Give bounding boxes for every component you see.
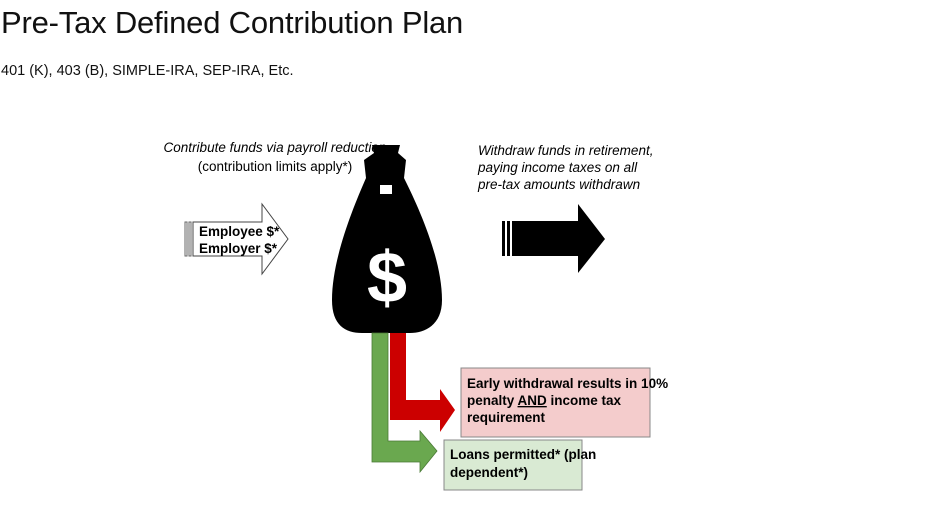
contribute-text-line1: Contribute funds via payroll reduction xyxy=(164,140,387,155)
early-withdrawal-line2: penalty AND income tax xyxy=(467,393,622,408)
contribute-text-line2: (contribution limits apply*) xyxy=(198,159,353,174)
employer-label: Employer $* xyxy=(199,241,278,256)
withdraw-text-line3: pre-tax amounts withdrawn xyxy=(477,177,640,192)
loans-box xyxy=(443,439,583,491)
page-subtitle: 401 (K), 403 (B), SIMPLE-IRA, SEP-IRA, E… xyxy=(1,63,294,79)
withdraw-text-line2: paying income taxes on all xyxy=(477,160,638,175)
early-withdrawal-box xyxy=(460,367,651,438)
early-withdrawal-line1: Early withdrawal results in 10% xyxy=(467,376,668,391)
contribution-arrow xyxy=(184,202,289,276)
employee-label: Employee $* xyxy=(199,224,280,239)
early-withdrawal-line3: requirement xyxy=(467,410,546,425)
withdraw-arrow xyxy=(502,204,605,273)
early-withdrawal-arrow xyxy=(390,333,455,432)
withdraw-text-line1: Withdraw funds in retirement, xyxy=(478,143,653,158)
dollar-sign-icon: $ xyxy=(367,238,407,318)
money-bag-icon xyxy=(332,145,442,333)
loans-arrow xyxy=(371,332,438,474)
page-title: Pre-Tax Defined Contribution Plan xyxy=(1,5,464,40)
loans-line1: Loans permitted* (plan xyxy=(450,447,596,462)
loans-line2: dependent*) xyxy=(450,465,528,480)
